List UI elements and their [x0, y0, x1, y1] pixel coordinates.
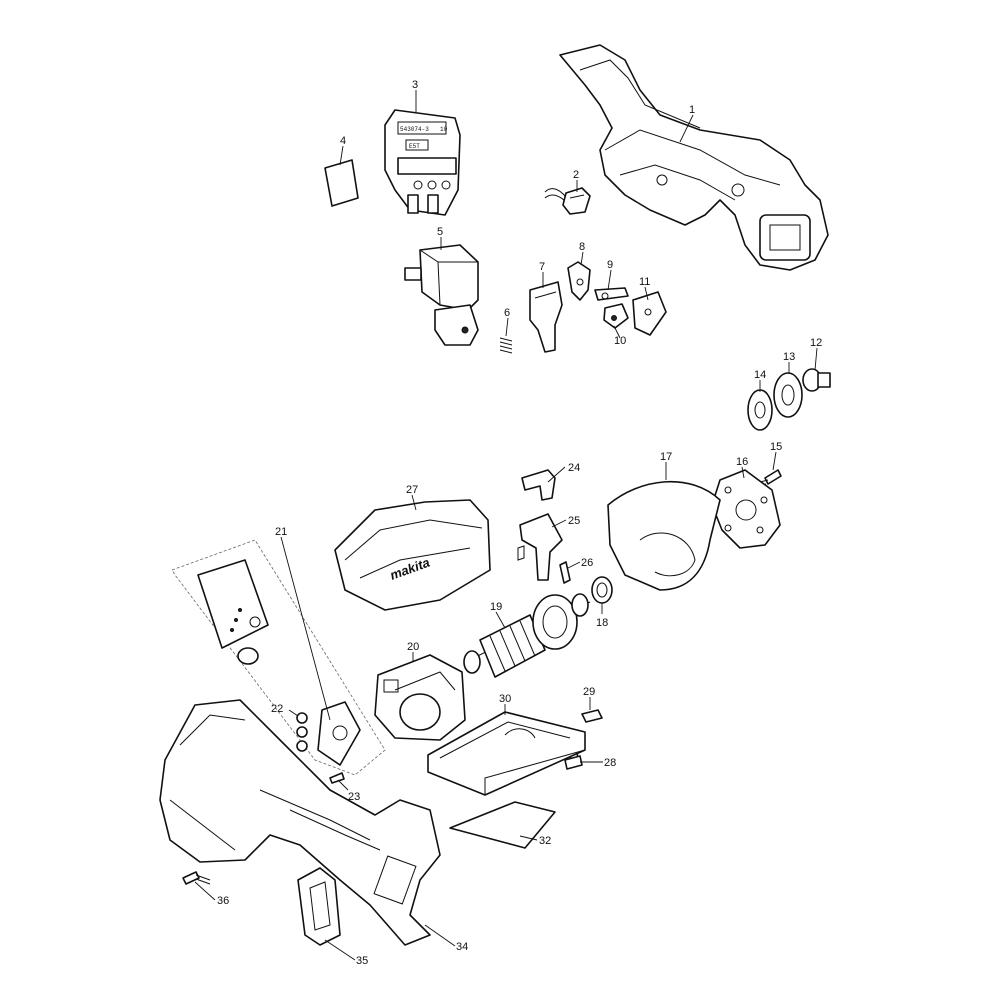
- part-14-inner-flange: [747, 389, 773, 431]
- part-17-blade-guard: [607, 480, 721, 591]
- callout-3: 3: [412, 79, 418, 91]
- part-34-motor-housing: [159, 699, 441, 946]
- part-2-connector: [544, 187, 591, 215]
- part-12-bolt: [802, 368, 831, 392]
- part-4-label-sheet: [324, 159, 359, 207]
- callout-12: 12: [810, 337, 822, 349]
- chip-mark: E5T: [409, 143, 420, 150]
- part-13-outer-flange: [773, 372, 803, 418]
- callout-5: 5: [437, 226, 443, 238]
- callout-2: 2: [573, 169, 579, 181]
- part-5-switch-unit: [404, 244, 479, 346]
- part-18-ring: [591, 576, 613, 604]
- part-6-spring: [499, 337, 513, 354]
- callout-35: 35: [356, 955, 368, 967]
- part-10-bracket: [603, 303, 629, 329]
- callout-7: 7: [539, 261, 545, 273]
- part-8-link: [567, 261, 591, 301]
- part-25-bracket: [517, 513, 563, 581]
- callout-24: 24: [568, 462, 580, 474]
- callout-19: 19: [490, 601, 502, 613]
- part-19-armature: [463, 593, 591, 678]
- callout-20: 20: [407, 641, 419, 653]
- callout-36: 36: [217, 895, 229, 907]
- callout-23: 23: [348, 791, 360, 803]
- callout-1: 1: [689, 104, 695, 116]
- part-32-sheet: [449, 801, 556, 849]
- part-23-screw: [329, 772, 345, 784]
- leader-lines: [194, 90, 818, 961]
- callout-15: 15: [770, 441, 782, 453]
- callout-10: 10: [614, 335, 626, 347]
- part-36-screw: [182, 871, 211, 885]
- part-9-clip: [594, 287, 629, 301]
- callout-22: 22: [271, 703, 283, 715]
- callout-11: 11: [639, 276, 650, 288]
- callout-18: 18: [596, 617, 608, 629]
- part-22-nuts: [296, 701, 361, 766]
- part-20-stator: [374, 654, 466, 741]
- callout-32: 32: [539, 835, 551, 847]
- part-24-clip: [521, 469, 556, 501]
- callout-14: 14: [754, 369, 766, 381]
- part-3-switch-block: 543074-3 10 E5T: [384, 109, 461, 216]
- part-27-battery-cover: makita: [334, 499, 491, 611]
- part-26-brush: [559, 561, 571, 584]
- callout-9: 9: [607, 259, 613, 271]
- callout-17: 17: [660, 451, 672, 463]
- callout-4: 4: [340, 135, 346, 147]
- callout-30: 30: [499, 693, 511, 705]
- callout-6: 6: [504, 307, 510, 319]
- callout-8: 8: [579, 241, 585, 253]
- callout-27: 27: [406, 484, 418, 496]
- part-1-handle-frame: [559, 44, 829, 271]
- part-7-lever-plate: [529, 281, 563, 353]
- part-29-block: [581, 709, 603, 723]
- chip-sub: 10: [440, 126, 448, 133]
- callout-16: 16: [736, 456, 748, 468]
- callout-13: 13: [783, 351, 795, 363]
- callout-29: 29: [583, 686, 595, 698]
- part-11-plate: [632, 291, 667, 336]
- callout-labels: 1 2 3 4 5 6 7 8 9 10 11 12 13 14 15 16 1…: [217, 79, 822, 967]
- callout-21: 21: [275, 526, 287, 538]
- part-35-side-cover: [297, 867, 341, 946]
- callout-26: 26: [581, 557, 593, 569]
- chip-label: 543074-3: [400, 126, 429, 133]
- callout-28: 28: [604, 757, 616, 769]
- callout-34: 34: [456, 941, 468, 953]
- callout-25: 25: [568, 515, 580, 527]
- part-21-controller-group: [171, 539, 386, 776]
